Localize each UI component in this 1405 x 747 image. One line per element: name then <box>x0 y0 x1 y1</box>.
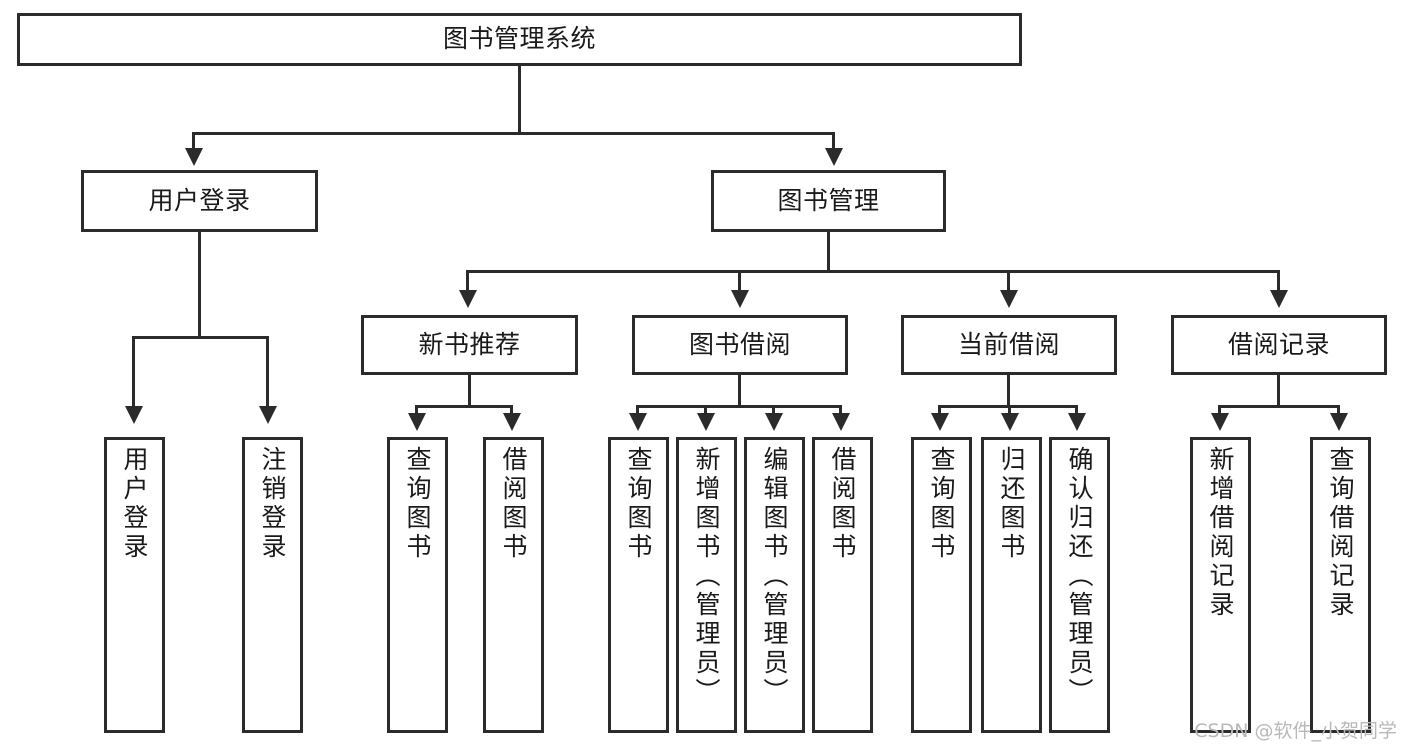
leaf-confirm-return[interactable]: 确认归还（管理员） <box>1049 437 1110 733</box>
connector-user-login-stem <box>198 232 201 336</box>
connector-user-login-drop-1 <box>132 336 135 408</box>
connector-level3-drop-3 <box>1007 270 1010 292</box>
leaf-add-borrow-record[interactable]: 新增借阅记录 <box>1190 437 1251 733</box>
connector-book-borrow-bus <box>636 405 842 408</box>
connector-new-book-drop-2 <box>510 405 513 415</box>
node-label: 图书借阅 <box>688 329 791 359</box>
leaf-borrow-book[interactable]: 借阅图书 <box>812 437 873 733</box>
connector-level3-drop-4 <box>1277 270 1280 292</box>
connector-book-borrow-drop-4 <box>839 405 842 415</box>
connector-borrow-record-drop-2 <box>1337 405 1340 415</box>
arrow-to-leaf-add-book <box>697 413 715 431</box>
node-label: 归还图书 <box>997 446 1026 562</box>
leaf-borrow-book-recommend[interactable]: 借阅图书 <box>483 437 544 733</box>
connector-book-borrow-drop-2 <box>704 405 707 415</box>
leaf-query-borrow-record[interactable]: 查询借阅记录 <box>1310 437 1371 733</box>
node-label: 借阅图书 <box>499 446 528 562</box>
node-label: 查询图书 <box>624 446 653 562</box>
connector-book-borrow-drop-3 <box>772 405 775 415</box>
connector-book-borrow-stem <box>738 375 741 407</box>
node-label: 查询图书 <box>403 446 432 562</box>
connector-level3-drop-2 <box>738 270 741 292</box>
leaf-user-login[interactable]: 用户登录 <box>104 437 165 733</box>
arrow-to-leaf-logout-login <box>259 406 277 424</box>
leaf-query-book-borrow[interactable]: 查询图书 <box>608 437 669 733</box>
connector-current-borrow-stem <box>1007 375 1010 407</box>
connector-current-borrow-drop-3 <box>1075 405 1078 415</box>
node-book-management[interactable]: 图书管理 <box>711 170 946 232</box>
arrow-to-leaf-borrow-book-2 <box>832 413 850 431</box>
node-label: 借阅记录 <box>1227 329 1330 359</box>
connector-new-book-bus <box>415 405 513 408</box>
node-user-login[interactable]: 用户登录 <box>81 170 318 232</box>
node-label: 编辑图书（管理员） <box>760 446 789 707</box>
arrow-to-leaf-query-book-2 <box>629 413 647 431</box>
node-label: 借阅图书 <box>828 446 857 562</box>
node-label: 查询图书 <box>927 446 956 562</box>
leaf-logout-login[interactable]: 注销登录 <box>242 437 303 733</box>
node-book-borrow[interactable]: 图书借阅 <box>632 315 848 375</box>
connector-level3-bus <box>466 270 1280 273</box>
node-new-book-recommend[interactable]: 新书推荐 <box>361 315 578 375</box>
arrow-to-leaf-confirm-return <box>1068 413 1086 431</box>
connector-current-borrow-drop-2 <box>1008 405 1011 415</box>
connector-borrow-record-drop-1 <box>1218 405 1221 415</box>
connector-root-bus <box>192 132 835 135</box>
arrow-to-leaf-borrow-book-1 <box>503 413 521 431</box>
leaf-query-book-current[interactable]: 查询图书 <box>911 437 972 733</box>
arrow-to-book-borrow <box>731 290 749 308</box>
arrow-to-new-book-recommend <box>459 290 477 308</box>
node-label: 新增借阅记录 <box>1206 446 1235 620</box>
leaf-query-book-recommend[interactable]: 查询图书 <box>387 437 448 733</box>
arrow-to-leaf-query-book-3 <box>931 413 949 431</box>
arrow-to-user-login <box>185 148 203 166</box>
node-label: 当前借阅 <box>957 329 1060 359</box>
arrow-to-leaf-edit-book <box>765 413 783 431</box>
watermark-text: CSDN @软件_小贺同学 <box>1194 720 1397 742</box>
arrow-to-leaf-add-borrow-record <box>1211 413 1229 431</box>
arrow-to-leaf-user-login <box>125 406 143 424</box>
leaf-return-book[interactable]: 归还图书 <box>981 437 1042 733</box>
connector-user-login-bus <box>132 336 269 339</box>
node-borrow-record[interactable]: 借阅记录 <box>1171 315 1387 375</box>
arrow-to-leaf-return-book <box>1001 413 1019 431</box>
node-label: 图书管理系统 <box>442 24 596 54</box>
leaf-edit-book[interactable]: 编辑图书（管理员） <box>744 437 805 733</box>
connector-book-management-stem <box>827 232 830 270</box>
connector-root-stem <box>518 66 521 132</box>
connector-book-borrow-drop-1 <box>636 405 639 415</box>
connector-borrow-record-bus <box>1218 405 1340 408</box>
connector-borrow-record-stem <box>1277 375 1280 407</box>
node-root-book-management-system[interactable]: 图书管理系统 <box>17 13 1022 66</box>
connector-current-borrow-drop-1 <box>938 405 941 415</box>
node-label: 确认归还（管理员） <box>1065 446 1094 707</box>
leaf-add-book[interactable]: 新增图书（管理员） <box>676 437 737 733</box>
connector-level3-drop-1 <box>466 270 469 292</box>
connector-root-drop-right <box>832 132 835 150</box>
node-label: 注销登录 <box>258 446 287 562</box>
arrow-to-leaf-query-borrow-record <box>1330 413 1348 431</box>
node-label: 新书推荐 <box>418 329 521 359</box>
connector-root-drop-left <box>192 132 195 150</box>
node-label: 查询借阅记录 <box>1326 446 1355 620</box>
node-label: 图书管理 <box>777 185 880 215</box>
arrow-to-leaf-query-book-1 <box>408 413 426 431</box>
arrow-to-borrow-record <box>1270 290 1288 308</box>
connector-new-book-stem <box>468 375 471 407</box>
connector-user-login-drop-2 <box>266 336 269 408</box>
connector-new-book-drop-1 <box>415 405 418 415</box>
arrow-to-book-management <box>825 148 843 166</box>
node-label: 用户登录 <box>148 185 251 215</box>
arrow-to-current-borrow <box>1000 290 1018 308</box>
node-label: 新增图书（管理员） <box>692 446 721 707</box>
node-label: 用户登录 <box>120 446 149 562</box>
node-current-borrow[interactable]: 当前借阅 <box>901 315 1117 375</box>
